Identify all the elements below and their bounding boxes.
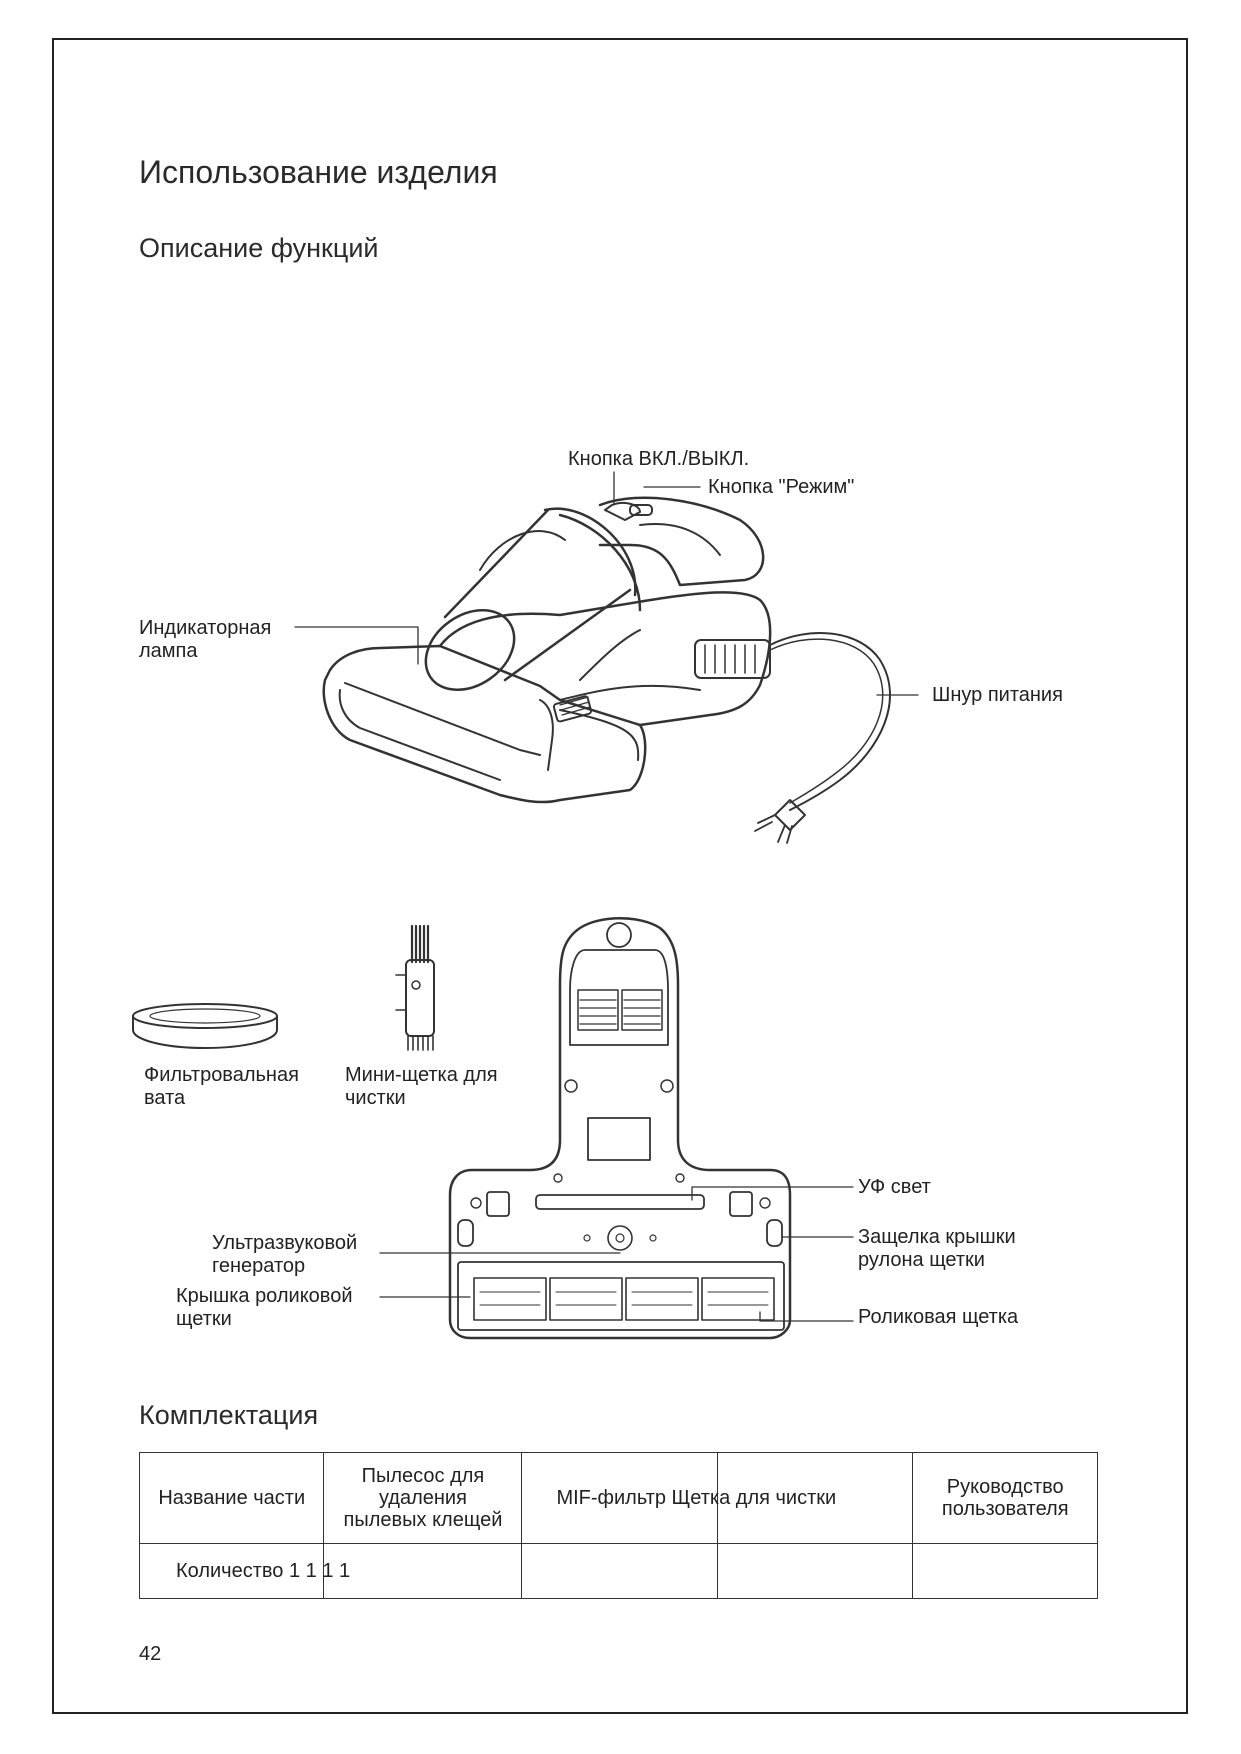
section-functions-title: Описание функций — [139, 233, 379, 263]
page-border — [52, 38, 1188, 1714]
header-vacuum-line2: удаления — [378, 1487, 467, 1509]
page-title: Использование изделия — [139, 154, 498, 190]
mini-brush-illustration — [395, 924, 435, 1051]
label-indicator-line1: Индикаторная — [139, 617, 272, 639]
header-manual-line2: пользователя — [941, 1498, 1069, 1520]
header-vacuum-line3: пылевых клещей — [343, 1509, 503, 1531]
bottom-view-illustration — [379, 917, 854, 1340]
label-mode-button: Кнопка "Режим" — [708, 476, 855, 498]
label-uv-light: УФ свет — [858, 1176, 931, 1198]
quantity-cell: Количество 1 1 1 1 — [138, 1543, 350, 1599]
kit-table: Название части Пылесос для удаления пыле… — [138, 1452, 1098, 1599]
table-row: Количество 1 1 1 1 — [138, 1543, 1098, 1599]
header-manual: Руководство пользователя — [912, 1452, 1098, 1544]
header-manual-line1: Руководство — [946, 1476, 1064, 1498]
label-ultrasonic-line2: генератор — [212, 1255, 306, 1277]
label-roller-brush: Роликовая щетка — [858, 1306, 1019, 1328]
header-vacuum-line1: Пылесос для — [361, 1465, 485, 1487]
vacuum-illustration — [294, 471, 919, 844]
label-indicator-line2: лампа — [139, 640, 198, 662]
label-latch-line1: Защелка крышки — [858, 1226, 1016, 1248]
header-filter-brush-text: MIF-фильтр Щетка для чистки — [556, 1487, 837, 1509]
kit-section-title: Комплектация — [139, 1400, 319, 1430]
label-filter-line1: Фильтровальная — [144, 1064, 299, 1086]
filter-pad-illustration — [132, 1003, 278, 1049]
header-vacuum: Пылесос для удаления пылевых клещей — [323, 1452, 523, 1544]
label-filter-line2: вата — [144, 1087, 186, 1109]
label-minibrush-line1: Мини-щетка для — [345, 1064, 498, 1086]
table-cell — [912, 1543, 1098, 1599]
label-ultrasonic-line1: Ультразвуковой — [212, 1232, 358, 1254]
table-cell — [521, 1543, 718, 1599]
label-power-cord: Шнур питания — [932, 684, 1063, 706]
label-roller-cover-line2: щетки — [176, 1308, 232, 1330]
header-part-name: Название части — [138, 1452, 325, 1544]
label-power-button: Кнопка ВКЛ./ВЫКЛ. — [568, 448, 750, 470]
label-minibrush-line2: чистки — [345, 1087, 406, 1109]
table-cell — [323, 1543, 523, 1599]
page-number: 42 — [139, 1643, 162, 1665]
table-header-row: Название части Пылесос для удаления пыле… — [138, 1452, 1098, 1544]
table-cell — [716, 1543, 914, 1599]
quantity-row-text: Количество 1 1 1 1 — [176, 1560, 351, 1582]
header-empty-cell — [716, 1452, 914, 1544]
label-latch-line2: рулона щетки — [858, 1249, 985, 1271]
header-filter-brush: MIF-фильтр Щетка для чистки — [521, 1452, 836, 1544]
label-roller-cover-line1: Крышка роликовой — [176, 1285, 353, 1307]
